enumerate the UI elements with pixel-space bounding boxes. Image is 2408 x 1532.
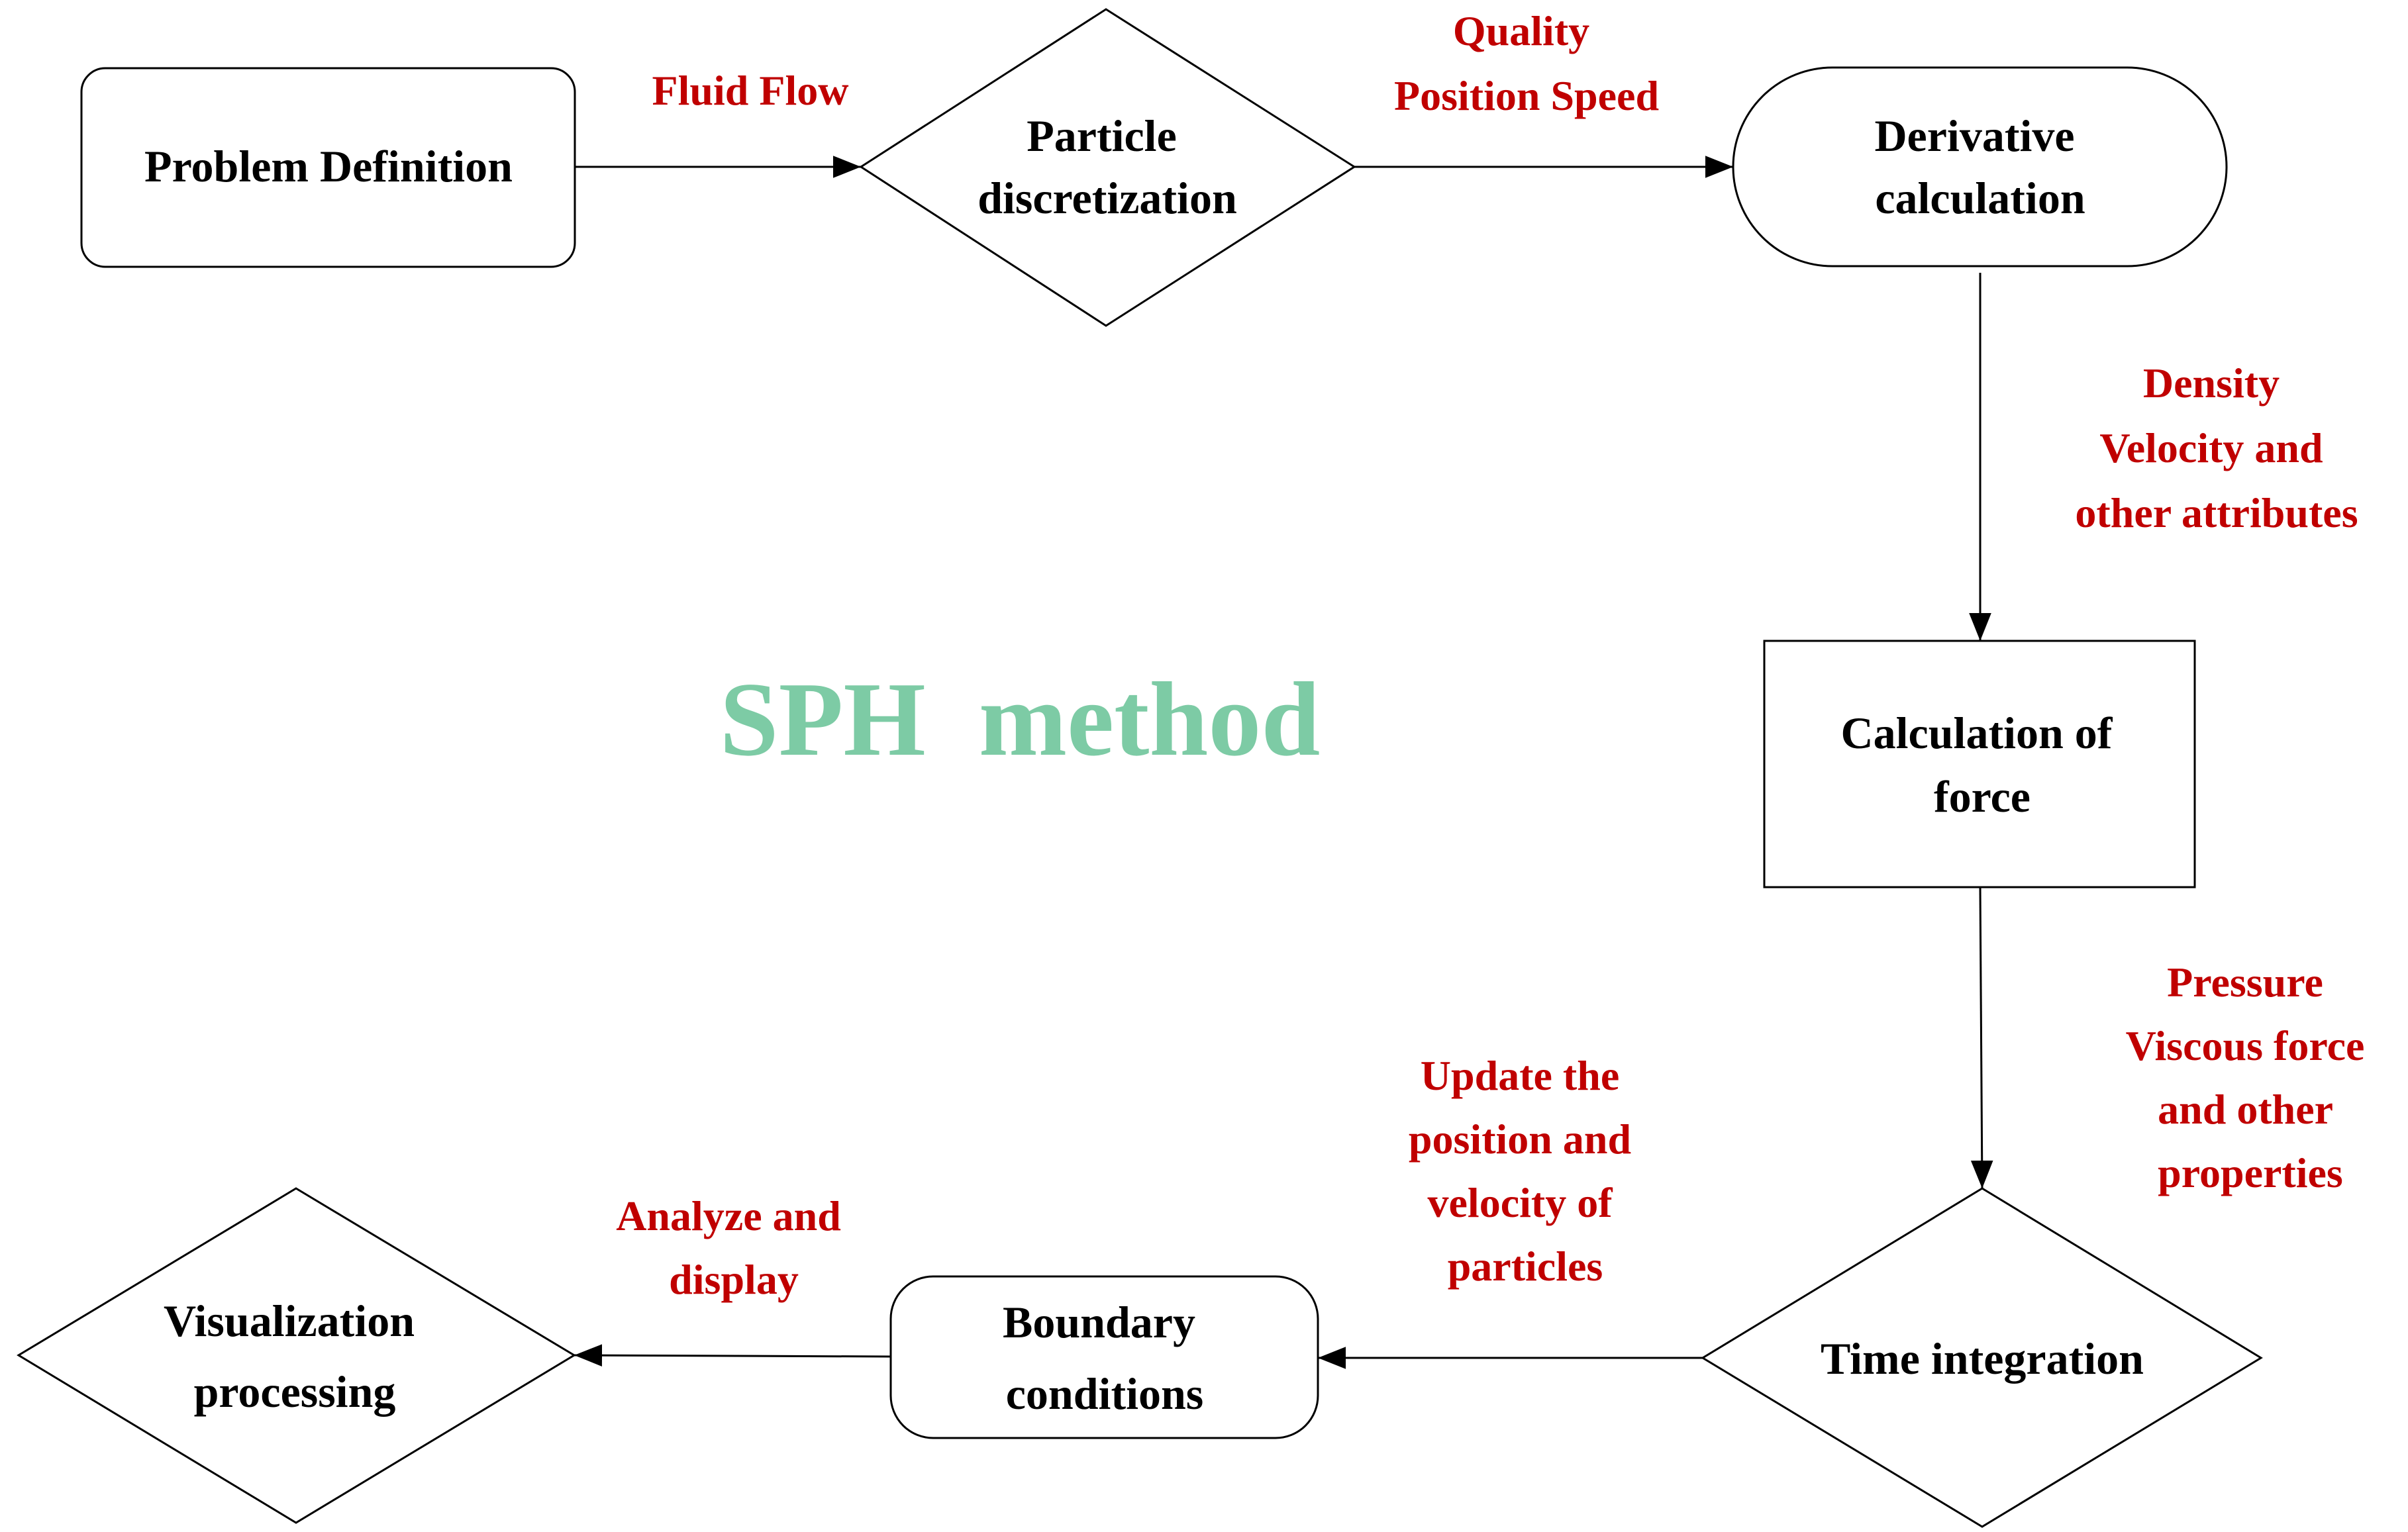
edge-label-line: Analyze and bbox=[616, 1192, 841, 1239]
stadium-shape bbox=[1732, 66, 2228, 267]
edge-label-analyze-display: Analyze and display bbox=[616, 1192, 852, 1303]
node-time-integration: Time integration bbox=[1701, 1187, 2263, 1528]
node-label: Boundary conditions bbox=[1003, 1297, 1207, 1419]
edge-label-line: Pressure bbox=[2167, 959, 2323, 1006]
node-label-line: Problem Definition bbox=[144, 141, 513, 191]
edge-boundary-to-visualization bbox=[574, 1344, 891, 1366]
node-label-line: Particle bbox=[1027, 111, 1177, 161]
edge-label-line: particles bbox=[1448, 1243, 1603, 1290]
node-boundary-conditions: Boundary conditions bbox=[889, 1275, 1319, 1439]
edge-label-line: Fluid Flow bbox=[652, 67, 849, 114]
edge-label-density-velocity: Density Velocity and other attributes bbox=[2075, 359, 2358, 536]
node-calculation-of-force: Calculation of force bbox=[1763, 640, 2196, 888]
node-label: Visualization processing bbox=[164, 1296, 426, 1417]
node-label-line: Calculation of bbox=[1841, 708, 2113, 758]
rect-shape bbox=[1763, 640, 2196, 888]
edge-label-line: Density bbox=[2143, 359, 2280, 407]
edge-label-line: position and bbox=[1409, 1116, 1631, 1163]
diamond-shape bbox=[17, 1187, 576, 1524]
node-label: Time integration bbox=[1821, 1333, 2144, 1384]
node-label-line: Visualization bbox=[164, 1296, 415, 1346]
edge-label-fluid-flow: Fluid Flow bbox=[652, 67, 849, 114]
rounded-rect-shape bbox=[80, 67, 576, 268]
edge-label-line: Velocity and bbox=[2099, 424, 2323, 471]
node-label-line: discretization bbox=[978, 173, 1237, 223]
node-label-line: force bbox=[1934, 771, 2031, 822]
diagram-title: SPH method bbox=[720, 660, 1321, 778]
node-label: Problem Definition bbox=[144, 141, 513, 191]
node-visualization-processing: Visualization processing bbox=[17, 1187, 576, 1524]
edge-label-update-position: Update the position and velocity of part… bbox=[1409, 1052, 1642, 1290]
edge-force-to-time bbox=[1970, 886, 1993, 1189]
node-label: Calculation of force bbox=[1841, 708, 2124, 822]
edge-label-pressure-viscous: Pressure Viscous force and other propert… bbox=[2126, 959, 2376, 1196]
edge-label-line: properties bbox=[2158, 1149, 2343, 1196]
node-label-line: conditions bbox=[1006, 1368, 1204, 1419]
node-label-line: Derivative bbox=[1874, 111, 2074, 161]
node-problem-definition: Problem Definition bbox=[80, 67, 576, 268]
node-label-line: Boundary bbox=[1003, 1297, 1195, 1347]
diamond-shape bbox=[859, 8, 1356, 327]
edge-label-line: Viscous force bbox=[2126, 1022, 2365, 1069]
edge-label-line: Update the bbox=[1421, 1052, 1619, 1099]
node-particle-discretization: Particle discretization bbox=[859, 8, 1356, 327]
edge-label-line: display bbox=[669, 1256, 799, 1303]
diamond-shape bbox=[1701, 1187, 2263, 1528]
node-label: Particle discretization bbox=[978, 111, 1237, 223]
edge-label-line: other attributes bbox=[2075, 489, 2358, 536]
edge-label-quality-position-speed: Quality Position Speed bbox=[1394, 7, 1659, 119]
edge-label-line: and other bbox=[2158, 1086, 2333, 1133]
node-label: Derivative calculation bbox=[1874, 111, 2085, 223]
node-label-line: Time integration bbox=[1821, 1333, 2144, 1384]
node-label-line: calculation bbox=[1875, 173, 2085, 223]
node-derivative-calculation: Derivative calculation bbox=[1732, 66, 2228, 267]
node-label-line: processing bbox=[194, 1366, 396, 1417]
edge-label-line: velocity of bbox=[1428, 1179, 1613, 1226]
rounded-rect-shape bbox=[889, 1275, 1319, 1439]
edge-label-line: Quality bbox=[1453, 7, 1589, 54]
edge-label-line: Position Speed bbox=[1394, 72, 1659, 119]
